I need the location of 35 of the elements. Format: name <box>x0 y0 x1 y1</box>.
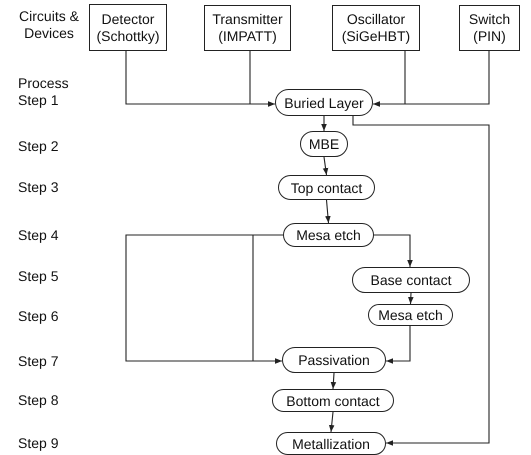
process-step-pill: Base contact <box>352 267 470 293</box>
arrow <box>386 326 411 364</box>
arrow <box>408 292 414 304</box>
process-step-pill: Metallization <box>276 432 386 455</box>
arrow <box>252 234 283 364</box>
arrow <box>352 116 490 446</box>
step-label: Step 9 <box>18 435 58 452</box>
process-step-pill: Bottom contact <box>272 389 394 412</box>
arrow <box>373 51 490 107</box>
device-box: Detector (Schottky) <box>89 4 167 51</box>
step-label: Step 7 <box>18 353 58 370</box>
step-label: Process Step 1 <box>18 75 70 109</box>
row-heading: Circuits & Devices <box>18 8 80 42</box>
device-box: Transmitter (IMPATT) <box>204 5 291 51</box>
arrow <box>321 116 327 131</box>
arrow <box>374 234 413 267</box>
arrow <box>328 412 334 432</box>
step-label: Step 5 <box>18 268 58 285</box>
process-step-pill: Mesa etch <box>283 223 374 247</box>
process-step-pill: Mesa etch <box>368 304 453 326</box>
process-step-pill: MBE <box>300 131 348 157</box>
step-label: Step 3 <box>18 179 58 196</box>
process-step-pill: Passivation <box>282 347 386 373</box>
arrow <box>325 200 331 224</box>
process-step-pill: Top contact <box>278 175 375 200</box>
step-label: Step 2 <box>18 138 58 155</box>
arrow <box>330 372 336 390</box>
step-label: Step 4 <box>18 227 58 244</box>
device-box: Switch (PIN) <box>459 5 520 51</box>
step-label: Step 6 <box>18 308 58 325</box>
arrow <box>322 156 328 176</box>
device-box: Oscillator (SiGeHBT) <box>332 5 420 51</box>
step-label: Step 8 <box>18 392 58 409</box>
process-step-pill: Buried Layer <box>275 89 373 116</box>
arrow <box>249 51 275 107</box>
